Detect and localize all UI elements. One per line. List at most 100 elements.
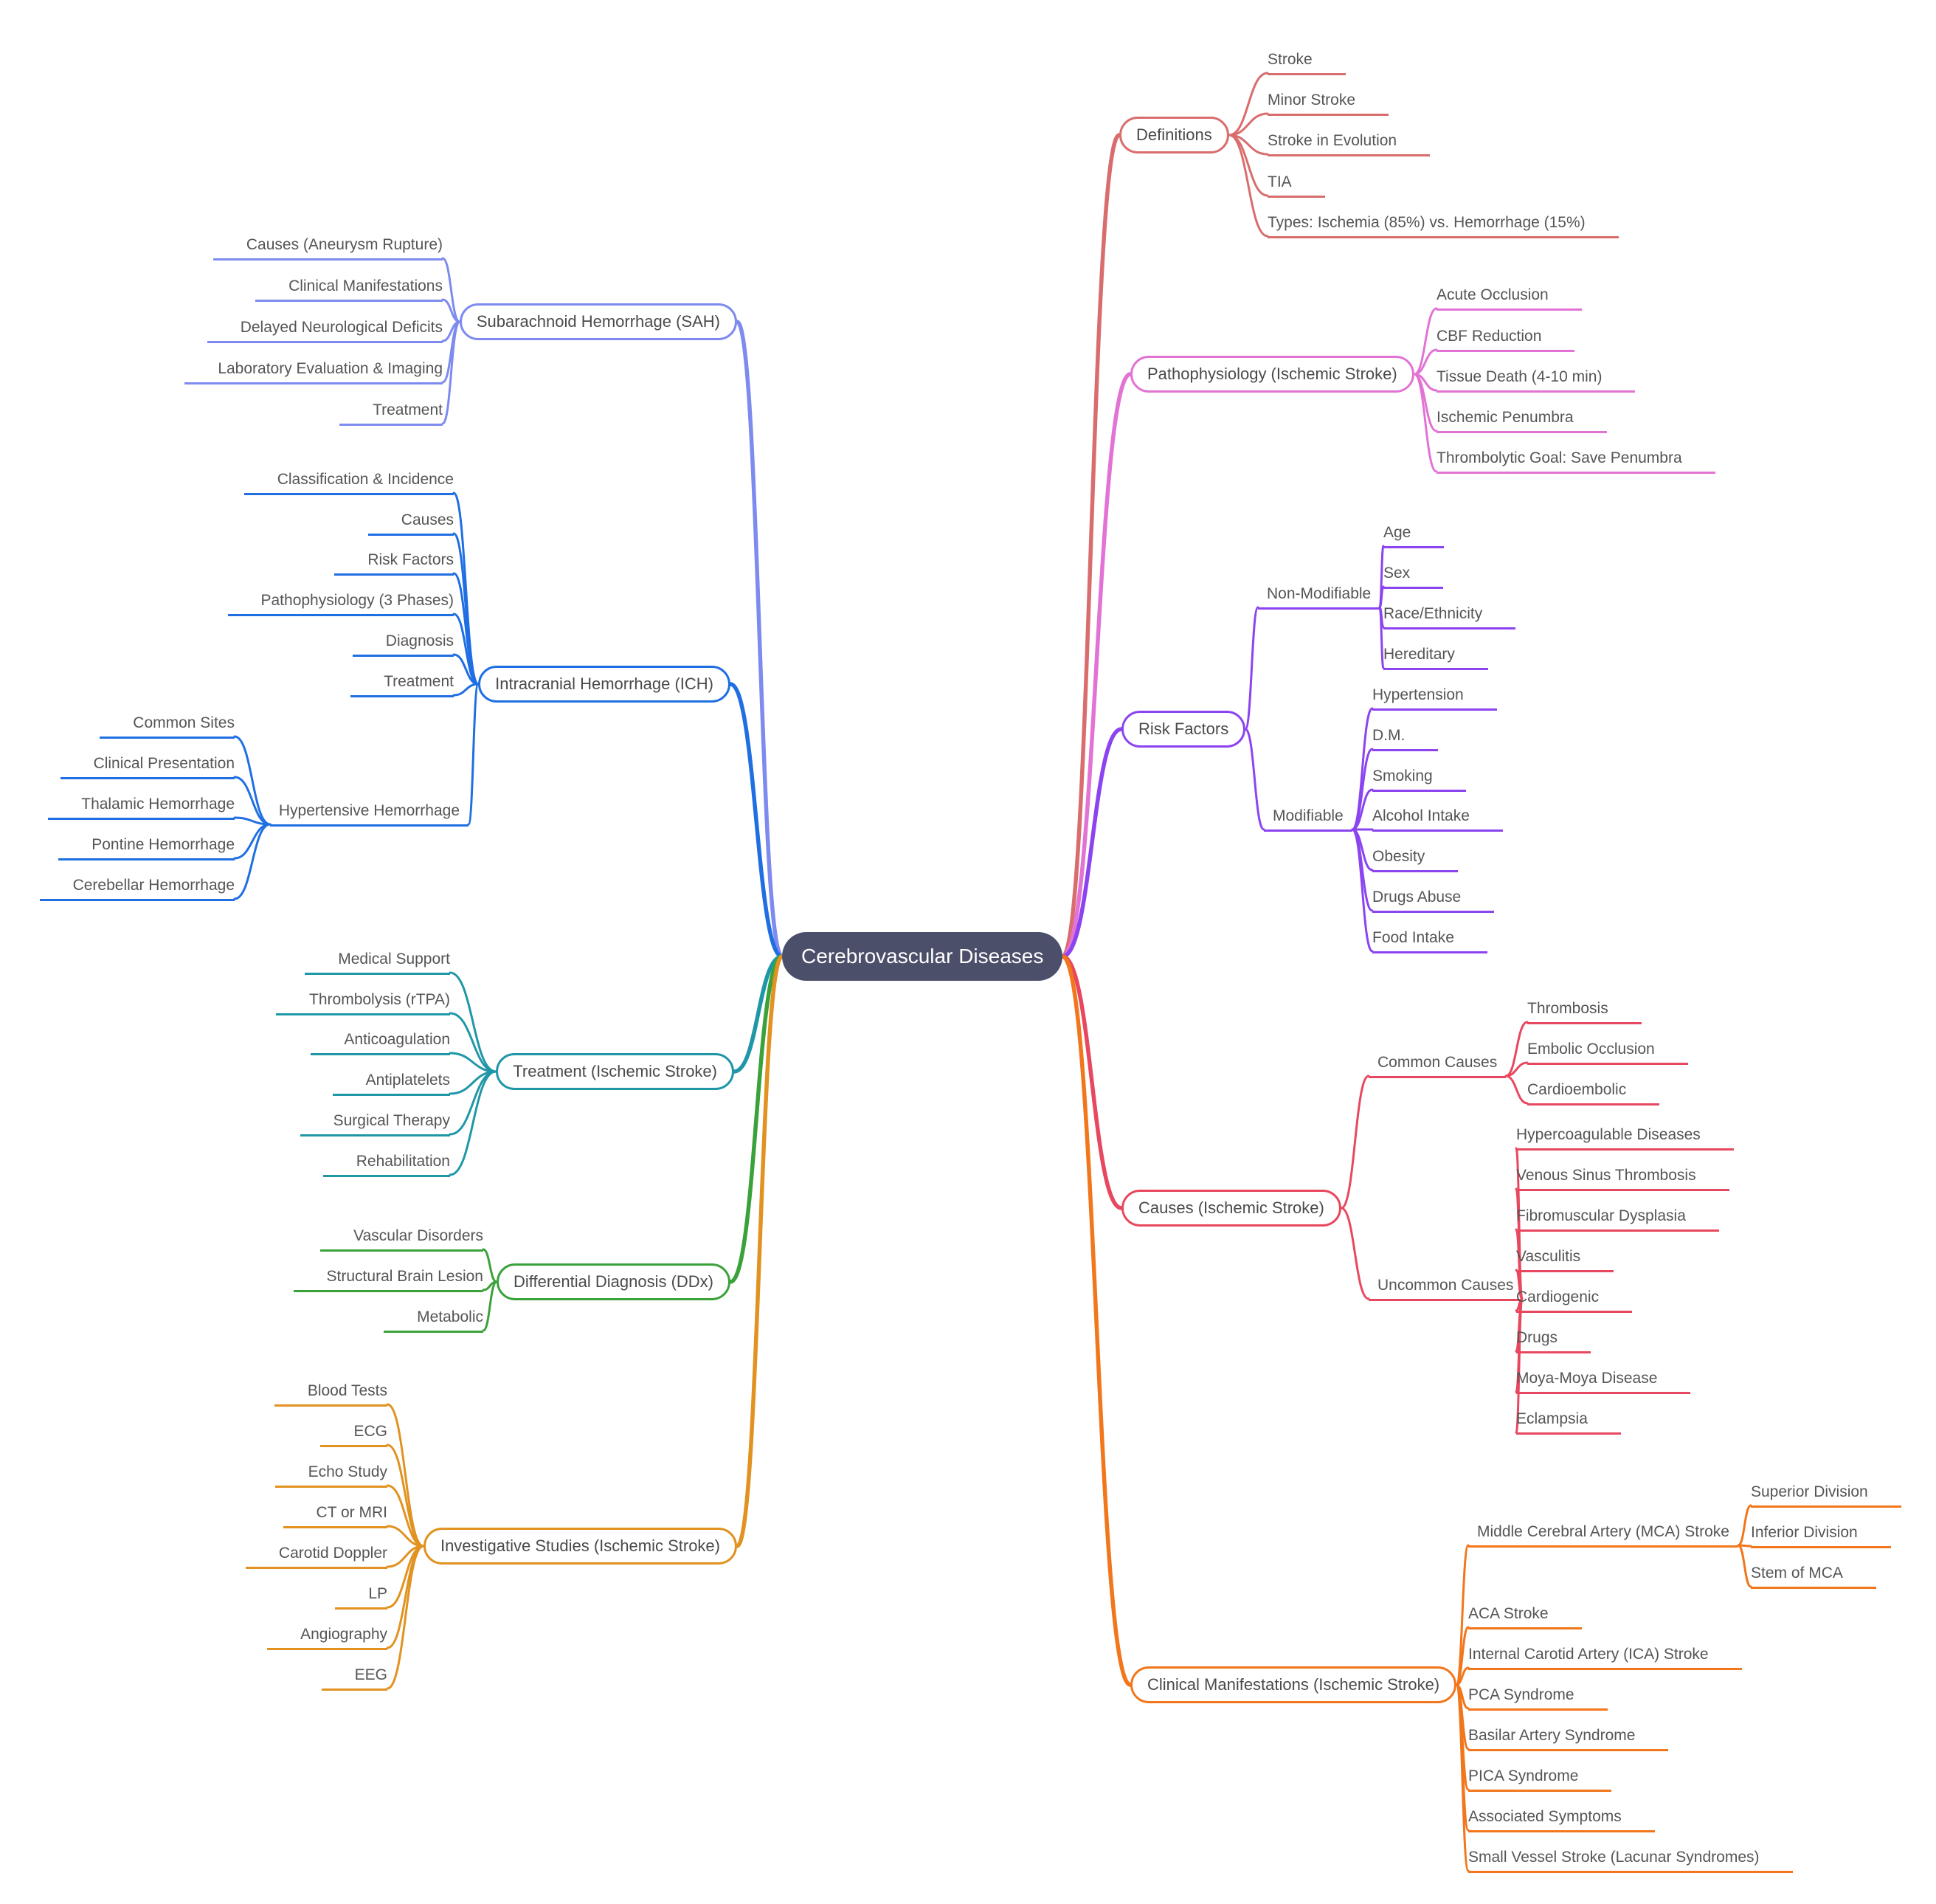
node-age[interactable]: Age <box>1383 521 1445 548</box>
node-ct-or-mri[interactable]: CT or MRI <box>283 1501 387 1528</box>
node-stem-of-mca[interactable]: Stem of MCA <box>1751 1562 1876 1589</box>
node-lp[interactable]: LP <box>335 1582 387 1610</box>
node-thrombolysis-rtpa[interactable]: Thrombolysis (rTPA) <box>276 988 450 1015</box>
branch-differential-diagnosis-ddx[interactable]: Differential Diagnosis (DDx) <box>496 1263 730 1300</box>
node-obesity[interactable]: Obesity <box>1372 845 1459 872</box>
node-race-ethnicity[interactable]: Race/Ethnicity <box>1383 602 1516 630</box>
node-fibromuscular-dysplasia[interactable]: Fibromuscular Dysplasia <box>1516 1204 1719 1232</box>
node-laboratory-evaluation-imaging[interactable]: Laboratory Evaluation & Imaging <box>184 357 443 384</box>
branch-causes-ischemic-stroke[interactable]: Causes (Ischemic Stroke) <box>1121 1190 1341 1227</box>
link <box>452 532 480 686</box>
node-pica-syndrome[interactable]: PICA Syndrome <box>1468 1765 1612 1792</box>
node-associated-symptoms[interactable]: Associated Symptoms <box>1468 1805 1655 1832</box>
link <box>728 954 784 1284</box>
node-causes[interactable]: Causes <box>367 508 454 536</box>
node-anticoagulation[interactable]: Anticoagulation <box>311 1028 450 1055</box>
node-risk-factors[interactable]: Risk Factors <box>334 548 454 576</box>
node-carotid-doppler[interactable]: Carotid Doppler <box>245 1542 387 1569</box>
node-ecg[interactable]: ECG <box>320 1420 387 1447</box>
node-alcohol-intake[interactable]: Alcohol Intake <box>1372 804 1503 832</box>
link <box>1060 954 1124 1210</box>
node-hypertensive-hemorrhage[interactable]: Hypertensive Hemorrhage <box>269 799 469 827</box>
node-moya-moya-disease[interactable]: Moya-Moya Disease <box>1516 1367 1691 1394</box>
node-small-vessel-stroke-lacunar-syndromes[interactable]: Small Vessel Stroke (Lacunar Syndromes) <box>1468 1846 1793 1873</box>
node-antiplatelets[interactable]: Antiplatelets <box>332 1069 450 1096</box>
central-topic[interactable]: Cerebrovascular Diseases <box>782 932 1063 981</box>
node-clinical-presentation[interactable]: Clinical Presentation <box>60 752 235 779</box>
node-internal-carotid-artery-ica-stroke[interactable]: Internal Carotid Artery (ICA) Stroke <box>1468 1643 1742 1670</box>
node-stroke-in-evolution[interactable]: Stroke in Evolution <box>1268 129 1431 156</box>
node-venous-sinus-thrombosis[interactable]: Venous Sinus Thrombosis <box>1516 1164 1729 1191</box>
node-minor-stroke[interactable]: Minor Stroke <box>1268 89 1389 116</box>
node-thrombosis[interactable]: Thrombosis <box>1527 997 1642 1024</box>
node-medical-support[interactable]: Medical Support <box>305 948 450 975</box>
node-thalamic-hemorrhage[interactable]: Thalamic Hemorrhage <box>48 793 235 820</box>
link <box>452 683 480 697</box>
node-tissue-death-4-10-min[interactable]: Tissue Death (4-10 min) <box>1437 365 1636 393</box>
node-common-sites[interactable]: Common Sites <box>100 711 235 739</box>
node-hypertension[interactable]: Hypertension <box>1372 683 1497 711</box>
node-thrombolytic-goal-save-penumbra[interactable]: Thrombolytic Goal: Save Penumbra <box>1437 446 1715 474</box>
node-pontine-hemorrhage[interactable]: Pontine Hemorrhage <box>58 833 235 860</box>
node-inferior-division[interactable]: Inferior Division <box>1751 1521 1891 1548</box>
node-blood-tests[interactable]: Blood Tests <box>274 1379 387 1407</box>
node-cbf-reduction[interactable]: CBF Reduction <box>1437 325 1575 352</box>
node-eeg[interactable]: EEG <box>321 1663 387 1691</box>
node-pca-syndrome[interactable]: PCA Syndrome <box>1468 1683 1608 1711</box>
branch-investigative-studies-ischemic-stroke[interactable]: Investigative Studies (Ischemic Stroke) <box>423 1528 737 1565</box>
node-non-modifiable[interactable]: Non-Modifiable <box>1258 582 1380 610</box>
node-d-m[interactable]: D.M. <box>1372 724 1439 751</box>
node-classification-incidence[interactable]: Classification & Incidence <box>243 468 454 495</box>
link <box>1244 606 1259 731</box>
node-food-intake[interactable]: Food Intake <box>1372 926 1487 953</box>
node-sex[interactable]: Sex <box>1383 562 1444 589</box>
branch-definitions[interactable]: Definitions <box>1119 117 1229 154</box>
node-hereditary[interactable]: Hereditary <box>1383 643 1488 670</box>
node-echo-study[interactable]: Echo Study <box>274 1460 387 1488</box>
node-diagnosis[interactable]: Diagnosis <box>352 630 454 657</box>
node-cerebellar-hemorrhage[interactable]: Cerebellar Hemorrhage <box>39 874 235 901</box>
node-stroke[interactable]: Stroke <box>1268 48 1346 75</box>
node-cardioembolic[interactable]: Cardioembolic <box>1527 1078 1660 1106</box>
branch-intracranial-hemorrhage-ich[interactable]: Intracranial Hemorrhage (ICH) <box>478 666 730 703</box>
node-aca-stroke[interactable]: ACA Stroke <box>1468 1602 1582 1629</box>
branch-risk-factors[interactable]: Risk Factors <box>1121 711 1246 748</box>
node-types-ischemia-85-vs-hemorrhage-15[interactable]: Types: Ischemia (85%) vs. Hemorrhage (15… <box>1268 211 1619 238</box>
link <box>1515 1297 1524 1434</box>
node-modifiable[interactable]: Modifiable <box>1264 804 1352 832</box>
node-embolic-occlusion[interactable]: Embolic Occlusion <box>1527 1038 1688 1065</box>
node-pathophysiology-3-phases[interactable]: Pathophysiology (3 Phases) <box>227 589 454 616</box>
link <box>482 1280 498 1332</box>
node-acute-occlusion[interactable]: Acute Occlusion <box>1437 283 1582 311</box>
node-basilar-artery-syndrome[interactable]: Basilar Artery Syndrome <box>1468 1724 1669 1751</box>
node-common-causes[interactable]: Common Causes <box>1369 1051 1507 1078</box>
node-surgical-therapy[interactable]: Surgical Therapy <box>300 1109 450 1136</box>
node-superior-division[interactable]: Superior Division <box>1751 1480 1901 1508</box>
node-drugs-abuse[interactable]: Drugs Abuse <box>1372 886 1495 913</box>
link <box>1504 1075 1529 1105</box>
node-middle-cerebral-artery-mca-stroke[interactable]: Middle Cerebral Artery (MCA) Stroke <box>1468 1520 1738 1548</box>
node-metabolic[interactable]: Metabolic <box>384 1305 483 1333</box>
branch-treatment-ischemic-stroke[interactable]: Treatment (Ischemic Stroke) <box>496 1053 734 1090</box>
node-eclampsia[interactable]: Eclampsia <box>1516 1407 1621 1435</box>
branch-clinical-manifestations-ischemic-stroke[interactable]: Clinical Manifestations (Ischemic Stroke… <box>1130 1666 1457 1703</box>
node-delayed-neurological-deficits[interactable]: Delayed Neurological Deficits <box>207 316 443 343</box>
node-cardiogenic[interactable]: Cardiogenic <box>1516 1286 1633 1313</box>
node-structural-brain-lesion[interactable]: Structural Brain Lesion <box>293 1265 483 1292</box>
node-uncommon-causes[interactable]: Uncommon Causes <box>1369 1274 1523 1301</box>
node-treatment[interactable]: Treatment <box>350 670 454 697</box>
node-ischemic-penumbra[interactable]: Ischemic Penumbra <box>1437 406 1607 433</box>
node-tia[interactable]: TIA <box>1268 170 1325 198</box>
node-causes-aneurysm-rupture[interactable]: Causes (Aneurysm Rupture) <box>212 233 443 261</box>
node-treatment[interactable]: Treatment <box>339 399 443 426</box>
node-angiography[interactable]: Angiography <box>267 1623 387 1650</box>
node-rehabilitation[interactable]: Rehabilitation <box>322 1150 450 1177</box>
node-vasculitis[interactable]: Vasculitis <box>1516 1245 1614 1272</box>
branch-subarachnoid-hemorrhage-sah[interactable]: Subarachnoid Hemorrhage (SAH) <box>459 303 737 340</box>
branch-pathophysiology-ischemic-stroke[interactable]: Pathophysiology (Ischemic Stroke) <box>1130 356 1414 393</box>
node-clinical-manifestations[interactable]: Clinical Manifestations <box>255 275 443 302</box>
node-hypercoagulable-diseases[interactable]: Hypercoagulable Diseases <box>1516 1123 1734 1151</box>
node-vascular-disorders[interactable]: Vascular Disorders <box>320 1224 483 1252</box>
node-smoking[interactable]: Smoking <box>1372 765 1466 792</box>
node-drugs[interactable]: Drugs <box>1516 1326 1591 1353</box>
